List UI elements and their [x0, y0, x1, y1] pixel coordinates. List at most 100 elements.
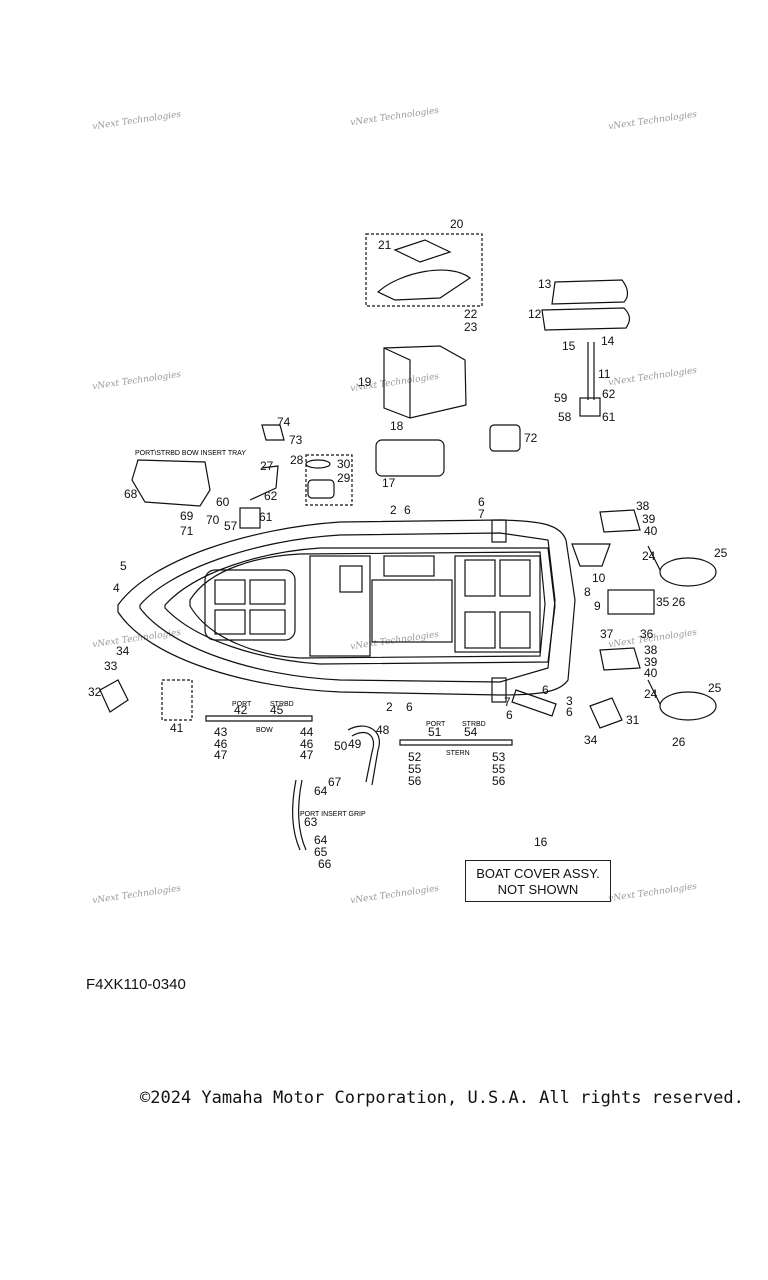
part-number: 35	[656, 595, 670, 609]
part-number: 32	[88, 685, 102, 699]
part-number: 55	[492, 762, 506, 776]
part-number: 6	[478, 495, 485, 509]
stern-label: STERN	[446, 750, 470, 757]
part-number: 23	[464, 320, 478, 334]
part-number: 53	[492, 750, 506, 764]
note-line-2: NOT SHOWN	[497, 882, 579, 897]
part-number: 68	[124, 487, 138, 501]
part-number: 6	[406, 700, 413, 714]
part-number: 47	[300, 748, 314, 762]
part-number: 36	[640, 627, 654, 641]
part-number: 30	[337, 457, 351, 471]
part-number: 48	[376, 723, 390, 737]
part-number: 39	[642, 512, 656, 526]
port-insert-grip-label: PORT INSERT GRIP	[300, 811, 366, 818]
part-number: 56	[408, 774, 422, 788]
part-number: 37	[600, 627, 614, 641]
strbd-label-bow: STRBD	[270, 701, 294, 708]
part-number: 14	[601, 334, 615, 348]
part-number: 47	[214, 748, 228, 762]
bow-label: BOW	[256, 727, 273, 734]
part-number: 52	[408, 750, 422, 764]
part-number: 40	[644, 666, 658, 680]
part-number: 73	[289, 433, 303, 447]
part-number: 41	[170, 721, 184, 735]
part-number: 16	[534, 835, 548, 849]
boat-hull	[117, 519, 576, 696]
part-number: 15	[562, 339, 576, 353]
part-number: 65	[314, 845, 328, 859]
part-number: 12	[528, 307, 542, 321]
part-number: 70	[206, 513, 220, 527]
part-number: 54	[464, 725, 478, 739]
part-number: 43	[214, 725, 228, 739]
part-number: 33	[104, 659, 118, 673]
part-number: 58	[558, 410, 572, 424]
part-number: 22	[464, 307, 478, 321]
part-number: 31	[626, 713, 640, 727]
part-number: 63	[304, 815, 318, 829]
part-number: 66	[318, 857, 332, 871]
port-label-stern: PORT	[426, 721, 446, 728]
part-number: 21	[378, 238, 392, 252]
part-number: 67	[328, 775, 342, 789]
part-number: 19	[358, 375, 372, 389]
part-number: 25	[708, 681, 722, 695]
part-number: 29	[337, 471, 351, 485]
part-number: 49	[348, 737, 362, 751]
part-number: 4	[113, 581, 120, 595]
diagram-code: F4XK110-0340	[86, 976, 186, 993]
part-number: 34	[116, 644, 130, 658]
part-number: 69	[180, 509, 194, 523]
copyright-text: ©2024 Yamaha Motor Corporation, U.S.A. A…	[140, 1088, 744, 1108]
part-number: 2	[386, 700, 393, 714]
part-number: 20	[450, 217, 464, 231]
part-number: 46	[300, 737, 314, 751]
part-number: 13	[538, 277, 552, 291]
strbd-label-stern: STRBD	[462, 721, 486, 728]
part-number: 8	[584, 585, 591, 599]
part-number: 24	[642, 549, 656, 563]
part-number: 44	[300, 725, 314, 739]
part-number: 61	[259, 510, 273, 524]
part-number: 34	[584, 733, 598, 747]
part-number: 74	[277, 415, 291, 429]
part-number: 60	[216, 495, 230, 509]
part-number: 6	[566, 705, 573, 719]
part-number: 7	[478, 507, 485, 521]
part-number: 26	[672, 735, 686, 749]
part-number: 24	[644, 687, 658, 701]
part-number: 28	[290, 453, 304, 467]
part-number: 64	[314, 833, 328, 847]
part-number: 72	[524, 431, 538, 445]
part-number: 3	[566, 694, 573, 708]
part-number: 61	[602, 410, 616, 424]
part-number: 71	[180, 524, 194, 538]
part-number: 62	[264, 489, 278, 503]
part-number: 45	[270, 703, 284, 717]
bow-insert-tray-label: PORT\STRBD BOW INSERT TRAY	[135, 450, 246, 457]
part-number: 9	[594, 599, 601, 613]
part-number: 5	[120, 559, 127, 573]
part-number: 10	[592, 571, 606, 585]
part-number: 51	[428, 725, 442, 739]
part-number: 25	[714, 546, 728, 560]
part-number: 7	[504, 695, 511, 709]
part-number: 11	[598, 367, 611, 381]
part-number: 18	[390, 419, 404, 433]
part-number: 59	[554, 391, 568, 405]
part-number: 26	[672, 595, 686, 609]
part-number: 39	[644, 655, 658, 669]
part-number: 62	[602, 387, 616, 401]
port-label-bow: PORT	[232, 701, 252, 708]
part-number: 6	[404, 503, 411, 517]
part-number: 42	[234, 703, 248, 717]
part-number: 40	[644, 524, 658, 538]
part-callouts: 20 21 22 23 13 12 14 15 11 19 59 62 58 6…	[88, 217, 728, 871]
part-number: 57	[224, 519, 238, 533]
part-number: 50	[334, 739, 348, 753]
part-number: 38	[644, 643, 658, 657]
note-line-1: BOAT COVER ASSY.	[476, 866, 600, 881]
boat-cover-note: BOAT COVER ASSY. NOT SHOWN	[465, 860, 611, 902]
